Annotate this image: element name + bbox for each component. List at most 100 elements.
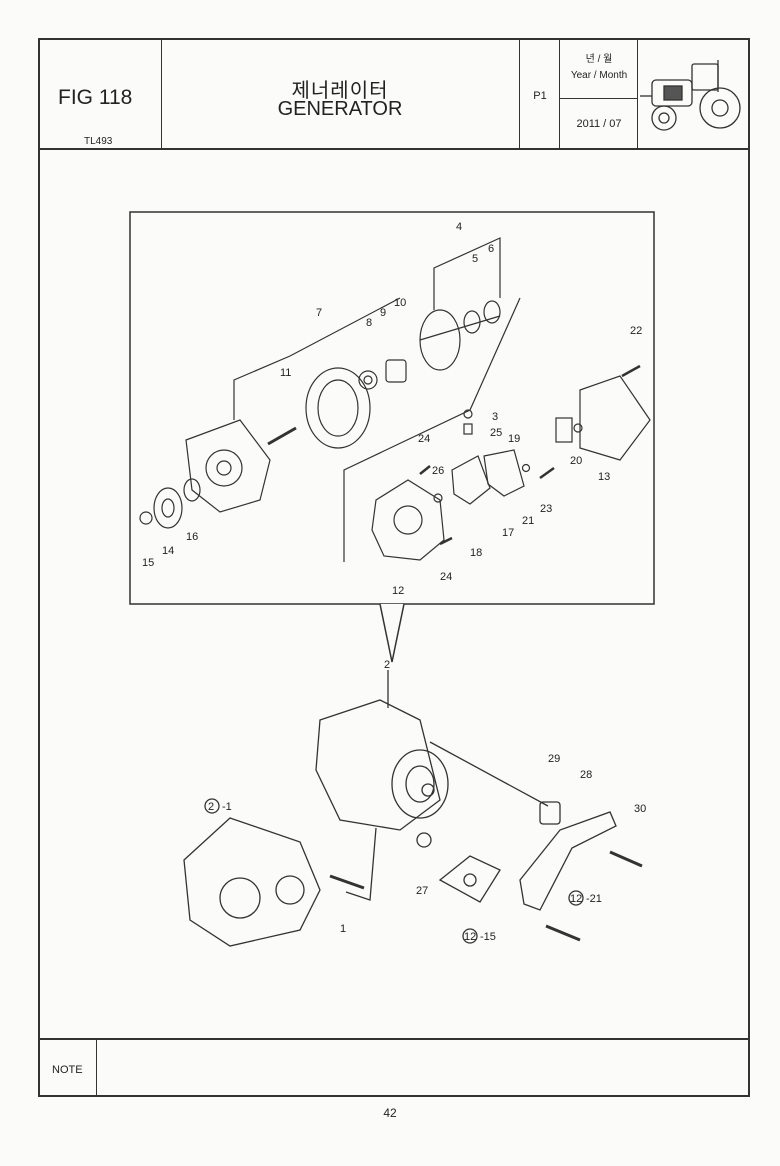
pulley — [153, 487, 183, 529]
callout-labels: 4 5 6 7 8 9 10 22 11 3 25 24 19 20 26 13… — [142, 221, 646, 943]
ref-circle-12b-number: 12 — [464, 931, 476, 943]
terminal-bracket — [555, 417, 573, 443]
leader-group-7 — [233, 297, 401, 420]
stud-bolt — [329, 874, 365, 890]
figure-number: FIG 118 — [58, 86, 133, 109]
callout-15: 15 — [142, 557, 154, 569]
note-section — [40, 1038, 750, 1095]
washer-21 — [521, 463, 531, 473]
callout-23: 23 — [540, 503, 552, 515]
year-month-label: Year / Month — [570, 70, 628, 81]
title-korean: 제너레이터 — [291, 80, 389, 102]
note-divider — [96, 1038, 97, 1095]
insulator-25 — [463, 423, 473, 435]
brush-holder — [483, 449, 525, 497]
spacer — [183, 478, 201, 502]
ref-12-21: -21 — [586, 893, 602, 905]
year-month-value: 2011 / 07 — [576, 118, 622, 130]
bolt-30 — [609, 850, 643, 868]
bolt-22 — [621, 364, 641, 378]
pulley-nut — [139, 511, 153, 525]
nut-27 — [416, 832, 432, 848]
ref-2-1: -1 — [222, 801, 232, 813]
callout-12: 12 — [392, 585, 404, 597]
callout-24a: 24 — [418, 433, 430, 445]
ref-circle-12a-number: 12 — [570, 893, 582, 905]
support-bracket — [438, 855, 501, 903]
rear-cover — [579, 375, 651, 461]
screw-23 — [539, 466, 555, 480]
nut-26 — [433, 493, 443, 503]
header-divider — [38, 148, 750, 150]
bearing-6 — [483, 300, 501, 324]
page-number: 42 — [383, 1106, 397, 1120]
callout-27: 27 — [416, 885, 428, 897]
bearing-8 — [358, 370, 378, 390]
callout-30: 30 — [634, 803, 646, 815]
callout-21: 21 — [522, 515, 534, 527]
callout-3: 3 — [492, 411, 498, 423]
callout-7: 7 — [316, 307, 322, 319]
callout-18: 18 — [470, 547, 482, 559]
rectifier — [451, 455, 491, 505]
rotor — [419, 309, 501, 371]
ref-circle-12a — [568, 890, 584, 906]
callout-6: 6 — [488, 243, 494, 255]
nut-3 — [463, 409, 473, 419]
ref-circle-2 — [204, 798, 220, 814]
callout-9: 9 — [380, 307, 386, 319]
collar-29 — [539, 801, 561, 825]
year-month-label-korean: 년 / 월 — [585, 54, 613, 65]
leader-1 — [345, 827, 377, 901]
parts-sheet-frame — [38, 38, 750, 1097]
callout-25: 25 — [490, 427, 502, 439]
date-divider — [560, 98, 638, 99]
callout-28: 28 — [580, 769, 592, 781]
callout-10: 10 — [394, 297, 406, 309]
callout-22: 22 — [630, 325, 642, 337]
tractor-icon — [640, 60, 741, 131]
title-english: GENERATOR — [277, 98, 403, 120]
ref-12-15: -15 — [480, 931, 496, 943]
ref-circle-2-number: 2 — [208, 801, 214, 813]
callout-8: 8 — [366, 317, 372, 329]
screw-24a — [419, 465, 431, 475]
callout-20: 20 — [570, 455, 582, 467]
ref-circle-12b — [462, 928, 478, 944]
callout-5: 5 — [472, 253, 478, 265]
terminal-nut-20 — [573, 423, 583, 433]
bearing-5 — [463, 310, 481, 334]
page-code: P1 — [533, 90, 547, 102]
through-bolt — [267, 426, 297, 446]
page-cell — [520, 38, 560, 149]
stator — [305, 367, 371, 449]
rear-housing — [371, 479, 445, 561]
adjusting-plate — [519, 811, 617, 911]
front-housing — [185, 419, 271, 513]
retainer-plate — [385, 359, 407, 383]
note-label: NOTE — [52, 1064, 83, 1076]
leader-group-12 — [343, 297, 521, 562]
callout-4: 4 — [456, 221, 462, 233]
bolt-12-21 — [545, 924, 581, 942]
callout-2: 2 — [384, 659, 390, 671]
belt-line — [429, 741, 549, 807]
callout-16: 16 — [186, 531, 198, 543]
callout-17: 17 — [502, 527, 514, 539]
title-cell — [162, 38, 520, 149]
callout-26: 26 — [432, 465, 444, 477]
callout-14: 14 — [162, 545, 174, 557]
leader-group-4 — [433, 237, 501, 310]
callout-1: 1 — [340, 923, 346, 935]
callout-19: 19 — [508, 433, 520, 445]
zoom-pointer — [379, 603, 405, 663]
callout-13: 13 — [598, 471, 610, 483]
engine-block-bracket — [183, 817, 321, 947]
header — [38, 38, 750, 149]
model-code: TL493 — [84, 136, 113, 147]
screw-24b — [439, 536, 453, 546]
assembled-alternator — [315, 699, 449, 831]
exploded-view-frame — [129, 211, 655, 605]
callout-29: 29 — [548, 753, 560, 765]
